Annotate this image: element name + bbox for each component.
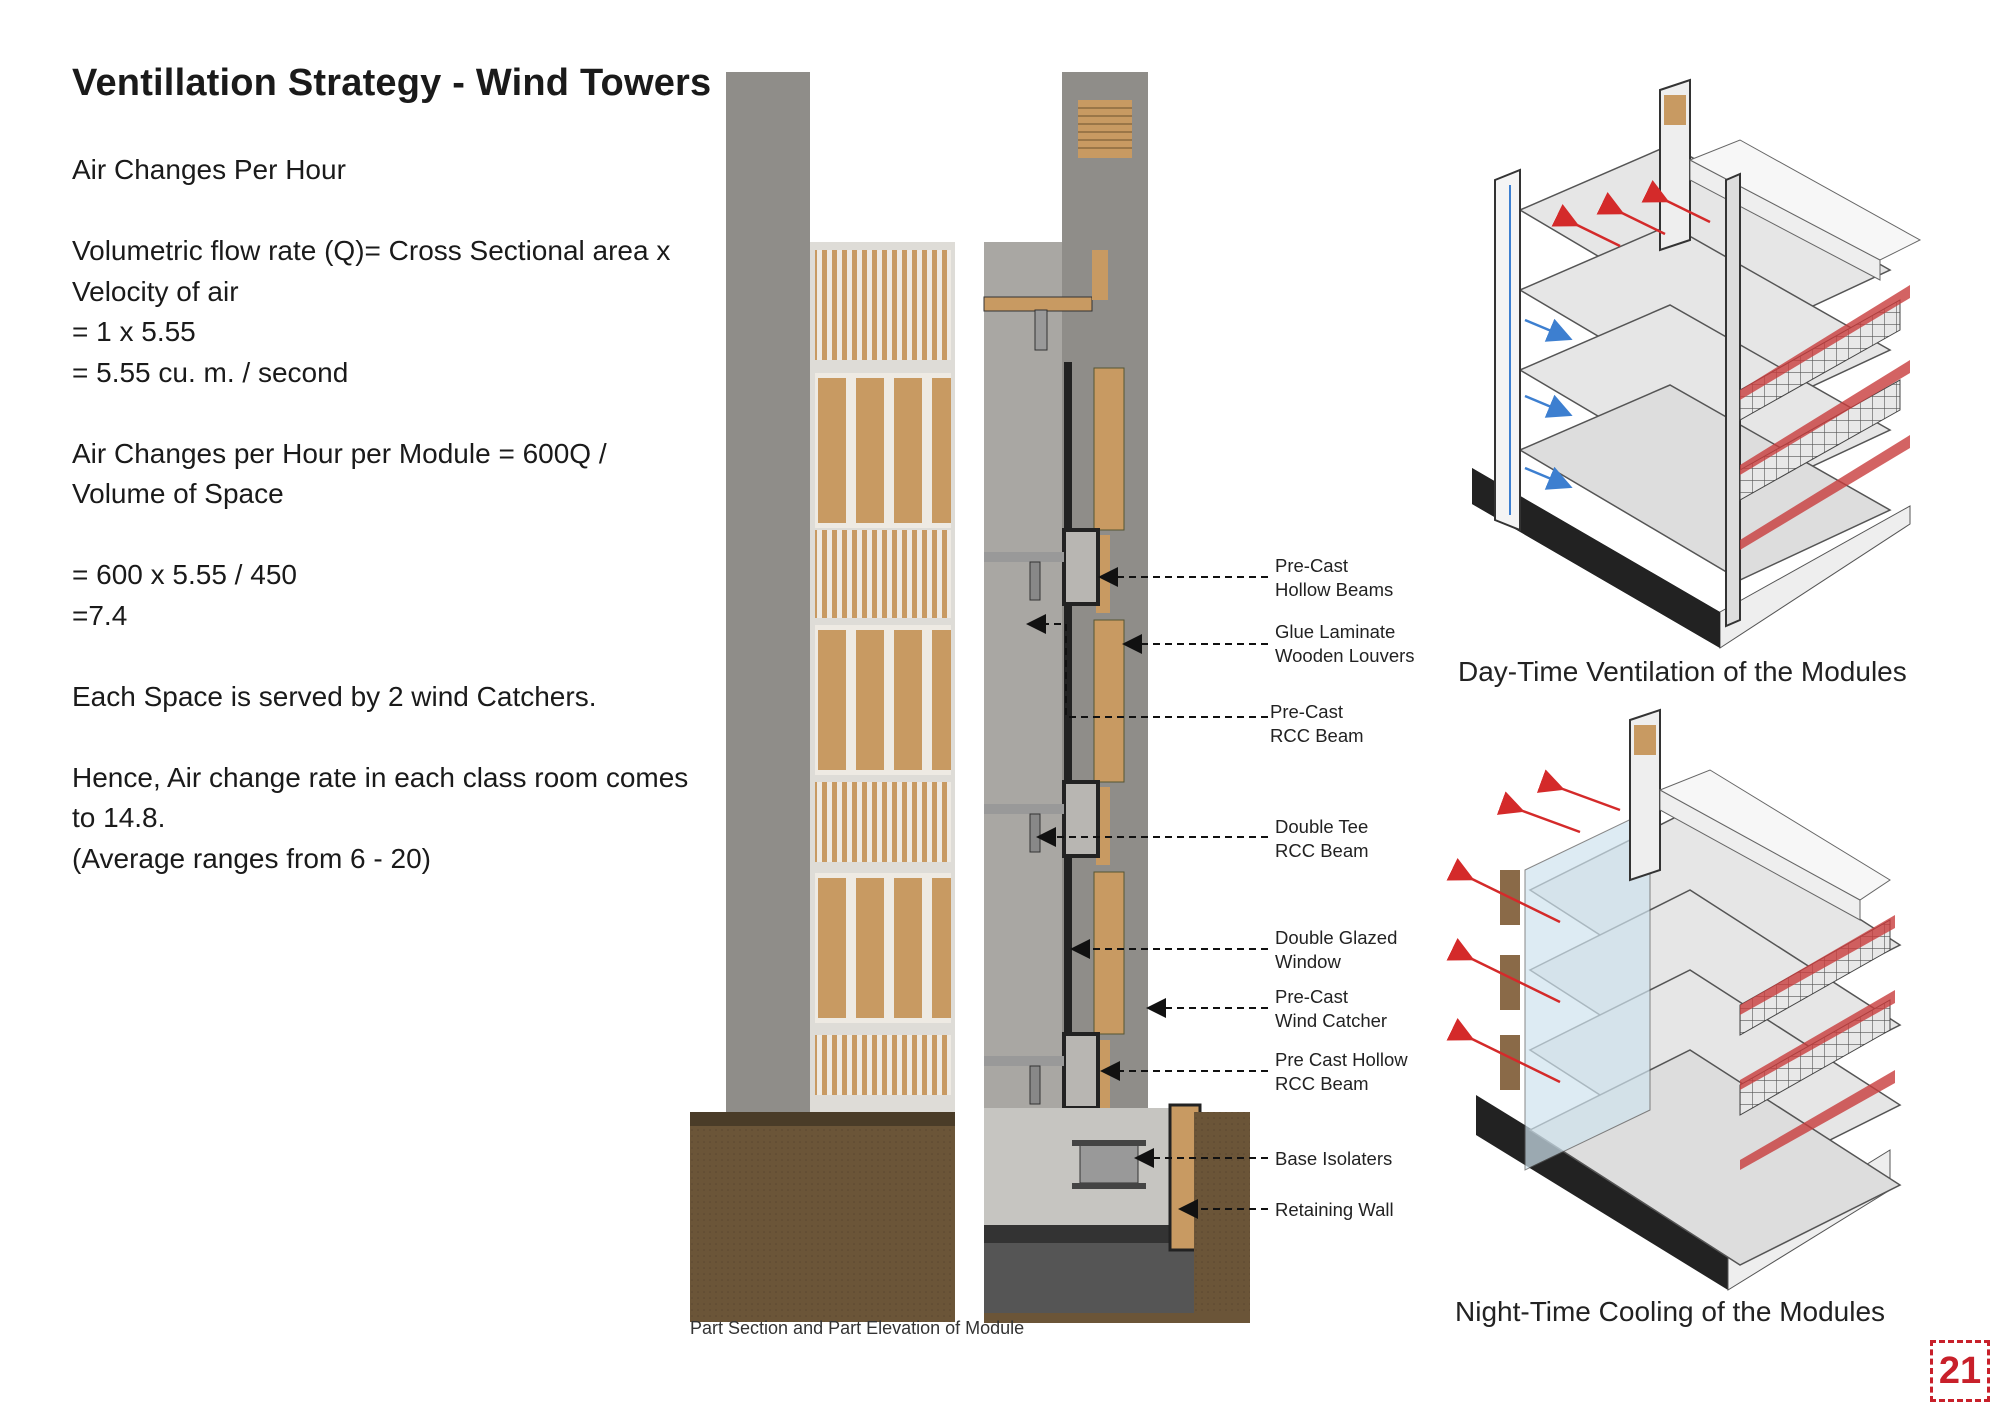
label-retaining-wall: Retaining Wall — [1275, 1198, 1394, 1222]
leader-lines — [1026, 567, 1268, 1219]
page-number: 21 — [1930, 1340, 1990, 1402]
label-line: Window — [1275, 950, 1341, 972]
label-line: RCC Beam — [1275, 839, 1369, 861]
night-time-isometric — [1446, 708, 1902, 1291]
label-line: Hollow Beams — [1275, 578, 1394, 600]
label-line: Pre-Cast — [1275, 986, 1348, 1007]
calc-line: Volume of Space — [72, 478, 284, 509]
calc-line: Volumetric flow rate (Q)= Cross Sectiona… — [72, 235, 671, 266]
calc-line: Hence, Air change rate in each class roo… — [72, 761, 689, 793]
label-line: Retaining Wall — [1275, 1199, 1394, 1220]
day-time-isometric — [1472, 78, 1922, 649]
label-base-isolaters: Base Isolaters — [1275, 1147, 1392, 1171]
calc-line: Each Space is served by 2 wind Catchers. — [72, 680, 597, 712]
label-line: Pre Cast Hollow — [1275, 1049, 1408, 1070]
label-line: Wooden Louvers — [1275, 644, 1415, 666]
calc-line: =7.4 — [72, 599, 128, 631]
label-line: Wind Catcher — [1275, 1009, 1388, 1031]
label-precast-hollow-rcc-beam: Pre Cast Hollow RCC Beam — [1275, 1048, 1408, 1095]
calc-line: = 600 x 5.55 / 450 — [72, 559, 297, 590]
night-time-caption: Night-Time Cooling of the Modules — [1455, 1296, 1886, 1327]
calc-line: Air Changes per Hour per Module = 600Q / — [72, 437, 607, 469]
label-line: Base Isolaters — [1275, 1148, 1393, 1169]
label-line: RCC Beam — [1275, 1072, 1369, 1094]
label-line: Pre-Cast — [1275, 555, 1348, 576]
calc-line: Velocity of air — [72, 275, 239, 307]
label-line: Double Glazed — [1275, 927, 1398, 948]
label-glue-laminate-louvers: Glue Laminate Wooden Louvers — [1275, 620, 1415, 667]
module-section — [983, 72, 1250, 1323]
label-line: Glue Laminate — [1275, 621, 1396, 642]
label-precast-wind-catcher: Pre-Cast Wind Catcher — [1275, 985, 1387, 1032]
label-double-tee-beam: Double Tee RCC Beam — [1275, 815, 1369, 862]
calc-line: = 5.55 cu. m. / second — [72, 356, 349, 388]
label-precast-hollow-beams: Pre-Cast Hollow Beams — [1275, 554, 1393, 601]
calc-line: to 14.8. — [72, 802, 166, 833]
day-time-caption: Day-Time Ventilation of the Modules — [1458, 656, 1907, 687]
label-line: Double Tee — [1275, 816, 1369, 837]
calc-line: (Average ranges from 6 - 20) — [72, 842, 431, 874]
page-title: Ventillation Strategy - Wind Towers — [72, 62, 712, 104]
label-line: Pre-Cast — [1270, 701, 1343, 722]
label-precast-rcc-beam: Pre-Cast RCC Beam — [1270, 700, 1364, 747]
calc-line: = 1 x 5.55 — [72, 316, 196, 347]
label-line: RCC Beam — [1270, 724, 1364, 746]
label-double-glazed-window: Double Glazed Window — [1275, 926, 1397, 973]
calc-line: Air Changes Per Hour — [72, 154, 346, 185]
module-elevation — [690, 72, 955, 1322]
section-caption: Part Section and Part Elevation of Modul… — [690, 1318, 1025, 1338]
